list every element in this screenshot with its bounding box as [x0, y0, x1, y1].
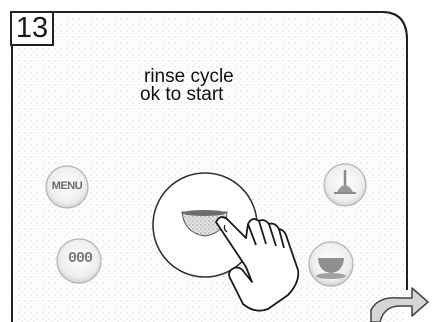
aroma-button-label: 000 — [60, 250, 100, 267]
menu-button-label: MENU — [45, 180, 89, 192]
step-number: 13 — [11, 12, 53, 45]
display-line-2: ok to start — [140, 86, 318, 104]
display-message: rinse cycle ok to start — [118, 68, 318, 104]
